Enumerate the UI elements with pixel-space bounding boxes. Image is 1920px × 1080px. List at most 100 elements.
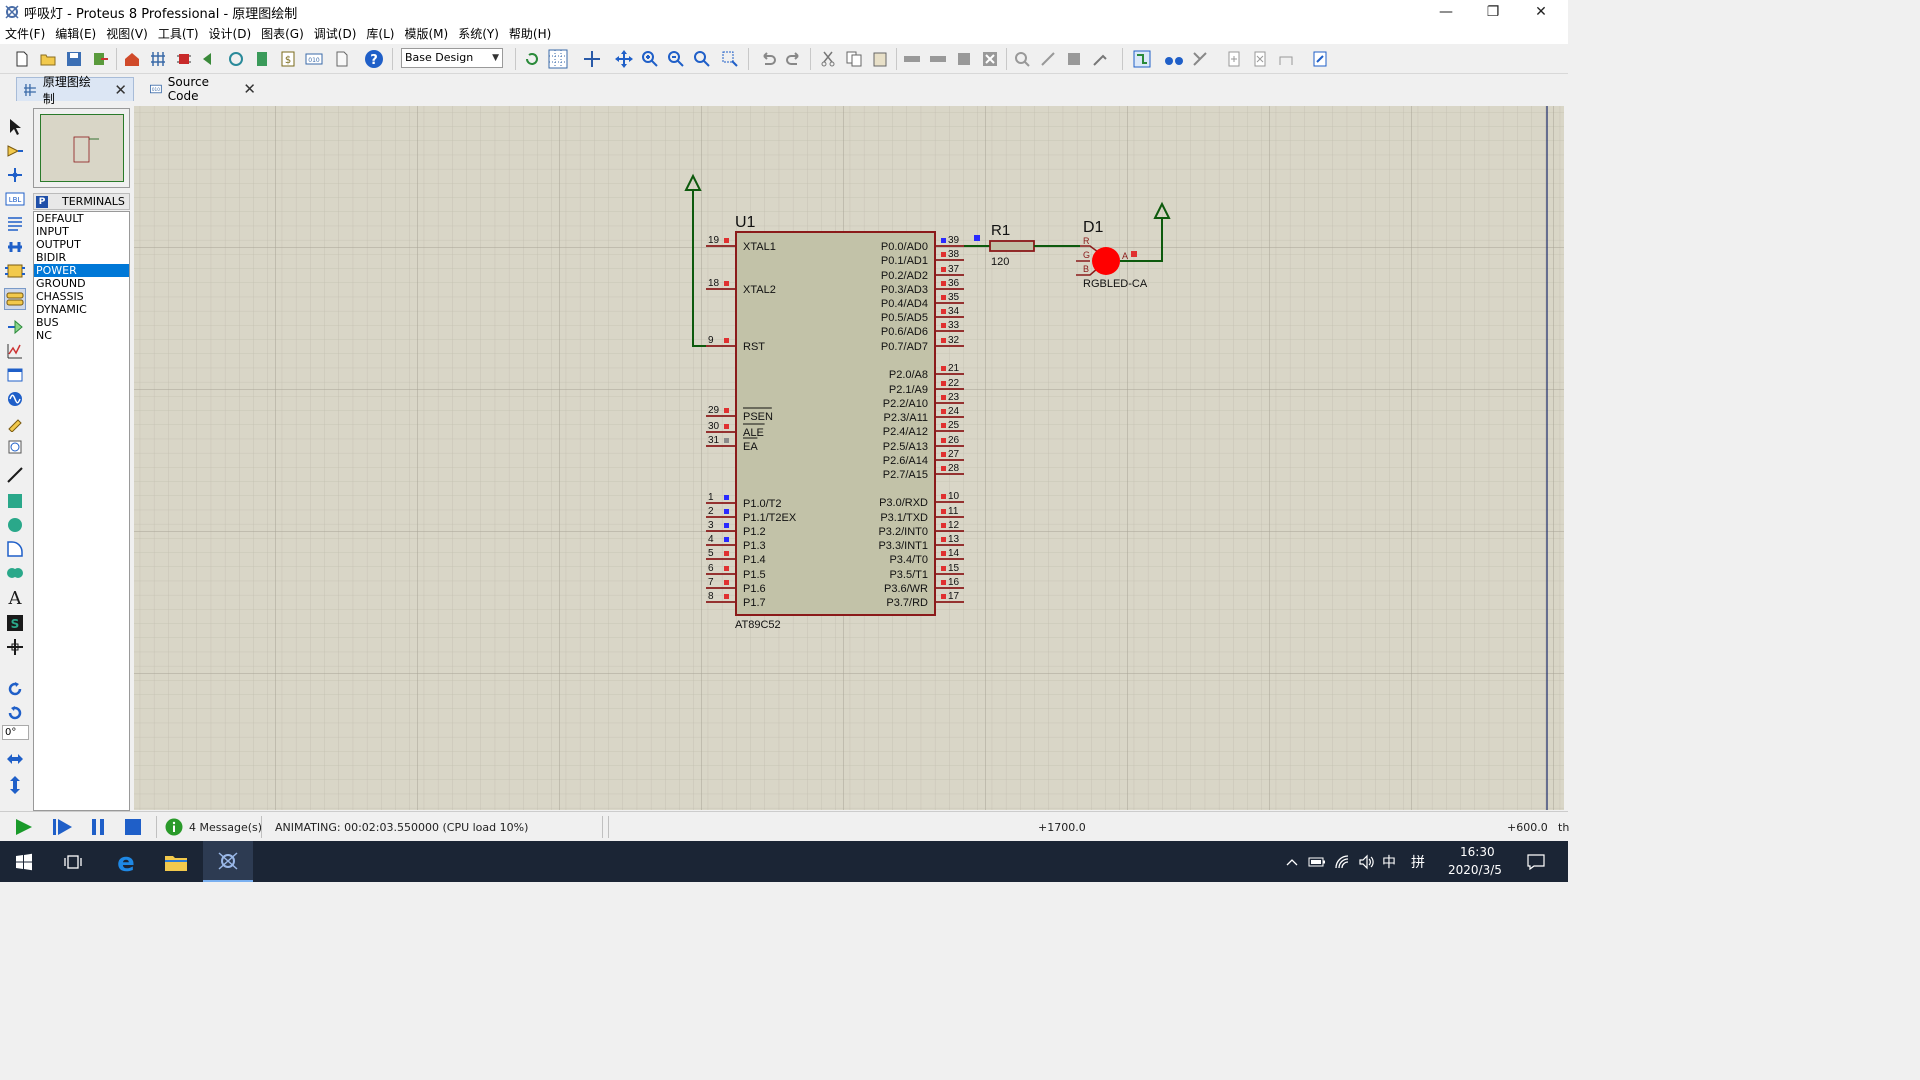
grid-toggle-icon[interactable]: [546, 47, 570, 71]
power-terminal-arrow-icon[interactable]: [684, 173, 702, 191]
netlist-icon[interactable]: [1308, 47, 1332, 71]
menu-debug[interactable]: 调试(D): [313, 27, 357, 41]
task-view-icon[interactable]: [48, 841, 98, 882]
open-folder-icon[interactable]: [36, 47, 60, 71]
bom-icon[interactable]: $: [276, 47, 300, 71]
zoom-all-icon[interactable]: [690, 47, 714, 71]
subcircuit-mode-icon[interactable]: [4, 260, 26, 282]
clock-time[interactable]: 16:30: [1460, 845, 1495, 859]
import-icon[interactable]: [88, 47, 112, 71]
pause-button[interactable]: [88, 817, 108, 840]
windows-start-icon[interactable]: [0, 841, 48, 882]
marker-mode-icon[interactable]: [4, 636, 26, 658]
y-mirror-icon[interactable]: [4, 774, 26, 796]
pcb-icon[interactable]: [172, 47, 196, 71]
terminal-power[interactable]: POWER: [34, 264, 129, 277]
wire-label-icon[interactable]: LBL: [4, 188, 26, 210]
arc-mode-icon[interactable]: [4, 538, 26, 560]
menu-library[interactable]: 库(L): [366, 27, 395, 41]
tab-schematic[interactable]: 原理图绘制 ✕: [16, 75, 134, 106]
path-mode-icon[interactable]: [4, 562, 26, 584]
circle-mode-icon[interactable]: [4, 514, 26, 536]
paste-icon[interactable]: [868, 47, 892, 71]
document-icon[interactable]: [330, 47, 354, 71]
schematic-icon[interactable]: [146, 47, 170, 71]
r1-resistor[interactable]: R1 120: [989, 222, 1035, 268]
save-icon[interactable]: [62, 47, 86, 71]
property-assign-icon[interactable]: [1188, 47, 1212, 71]
text-mode-icon[interactable]: A: [4, 586, 26, 608]
gerber-icon[interactable]: [224, 47, 248, 71]
rotate-anticlockwise-icon[interactable]: [4, 702, 26, 724]
terminal-ground[interactable]: GROUND: [36, 277, 86, 290]
edge-browser-icon[interactable]: e: [102, 841, 150, 882]
design-explorer-icon[interactable]: [250, 47, 274, 71]
menu-help[interactable]: 帮助(H): [508, 27, 552, 41]
overview-map[interactable]: [40, 114, 124, 182]
help-icon[interactable]: ?: [362, 47, 386, 71]
block-delete-icon[interactable]: [978, 47, 1002, 71]
x-mirror-icon[interactable]: [4, 748, 26, 770]
symbol-mode-icon[interactable]: S: [4, 612, 26, 634]
ime-language-indicator[interactable]: 中: [1382, 855, 1396, 871]
block-copy-icon[interactable]: [900, 47, 924, 71]
terminals-mode-icon[interactable]: [4, 288, 26, 310]
u1-body[interactable]: [735, 231, 936, 616]
close-tab-icon[interactable]: ✕: [114, 80, 127, 99]
play-button[interactable]: [12, 817, 36, 840]
decompose-icon[interactable]: [1088, 47, 1112, 71]
buses-mode-icon[interactable]: [4, 236, 26, 258]
d1-rgb-led[interactable]: D1 R G B A RGBLED-CA: [1076, 219, 1148, 290]
pick-devices-button[interactable]: P: [36, 195, 48, 208]
tray-chevron-up-icon[interactable]: [1282, 841, 1302, 882]
make-device-icon[interactable]: [1036, 47, 1060, 71]
terminal-dynamic[interactable]: DYNAMIC: [36, 303, 87, 316]
line-mode-icon[interactable]: [4, 464, 26, 486]
refresh-icon[interactable]: [520, 47, 544, 71]
search-tag-icon[interactable]: [1162, 47, 1186, 71]
generator-mode-icon[interactable]: [4, 388, 26, 410]
menu-view[interactable]: 视图(V): [106, 27, 148, 41]
design-variant-select[interactable]: Base Design ▼: [401, 48, 503, 68]
menu-template[interactable]: 模版(M): [404, 27, 449, 41]
menu-tools[interactable]: 工具(T): [157, 27, 199, 41]
zoom-out-icon[interactable]: [664, 47, 688, 71]
junction-dot-icon[interactable]: [4, 164, 26, 186]
origin-icon[interactable]: [580, 47, 604, 71]
wire-power-to-rst[interactable]: [692, 190, 706, 347]
3d-view-icon[interactable]: [198, 47, 222, 71]
messages-count[interactable]: 4 Message(s): [189, 821, 263, 834]
terminal-output[interactable]: OUTPUT: [36, 238, 81, 251]
power-terminal-arrow-icon[interactable]: [1153, 201, 1171, 219]
tape-recorder-icon[interactable]: [4, 364, 26, 386]
new-file-icon[interactable]: [10, 47, 34, 71]
minimize-button[interactable]: —: [1439, 4, 1453, 20]
component-mode-icon[interactable]: [4, 140, 26, 162]
undo-icon[interactable]: [756, 47, 780, 71]
stop-button[interactable]: [123, 817, 143, 840]
redo-icon[interactable]: [782, 47, 806, 71]
restore-button[interactable]: ❐: [1486, 4, 1500, 20]
close-button[interactable]: ✕: [1535, 4, 1547, 20]
close-tab-icon[interactable]: ✕: [243, 80, 256, 98]
device-pins-mode-icon[interactable]: [4, 316, 26, 338]
clock-date[interactable]: 2020/3/5: [1448, 863, 1502, 877]
virtual-instruments-icon[interactable]: [4, 436, 26, 458]
home-icon[interactable]: [120, 47, 144, 71]
text-script-icon[interactable]: [4, 212, 26, 234]
exit-to-parent-icon[interactable]: [1274, 47, 1298, 71]
terminal-input[interactable]: INPUT: [36, 225, 69, 238]
proteus-taskbar-icon[interactable]: [203, 841, 253, 882]
wire-d1-to-power[interactable]: [1120, 218, 1163, 262]
rotate-clockwise-icon[interactable]: [4, 678, 26, 700]
terminal-nc[interactable]: NC: [36, 329, 52, 342]
zoom-area-icon[interactable]: [718, 47, 742, 71]
notification-center-icon[interactable]: [1516, 841, 1556, 882]
new-sheet-icon[interactable]: [1222, 47, 1246, 71]
battery-icon[interactable]: [1306, 841, 1328, 882]
wire-autorouter-icon[interactable]: [1130, 47, 1154, 71]
schematic-canvas[interactable]: U1 AT89C52 19XTAL118XTAL29RST29PSEN30ALE…: [134, 106, 1564, 810]
rotation-angle-input[interactable]: 0°: [2, 725, 29, 740]
menu-design[interactable]: 设计(D): [208, 27, 252, 41]
pan-icon[interactable]: [612, 47, 636, 71]
